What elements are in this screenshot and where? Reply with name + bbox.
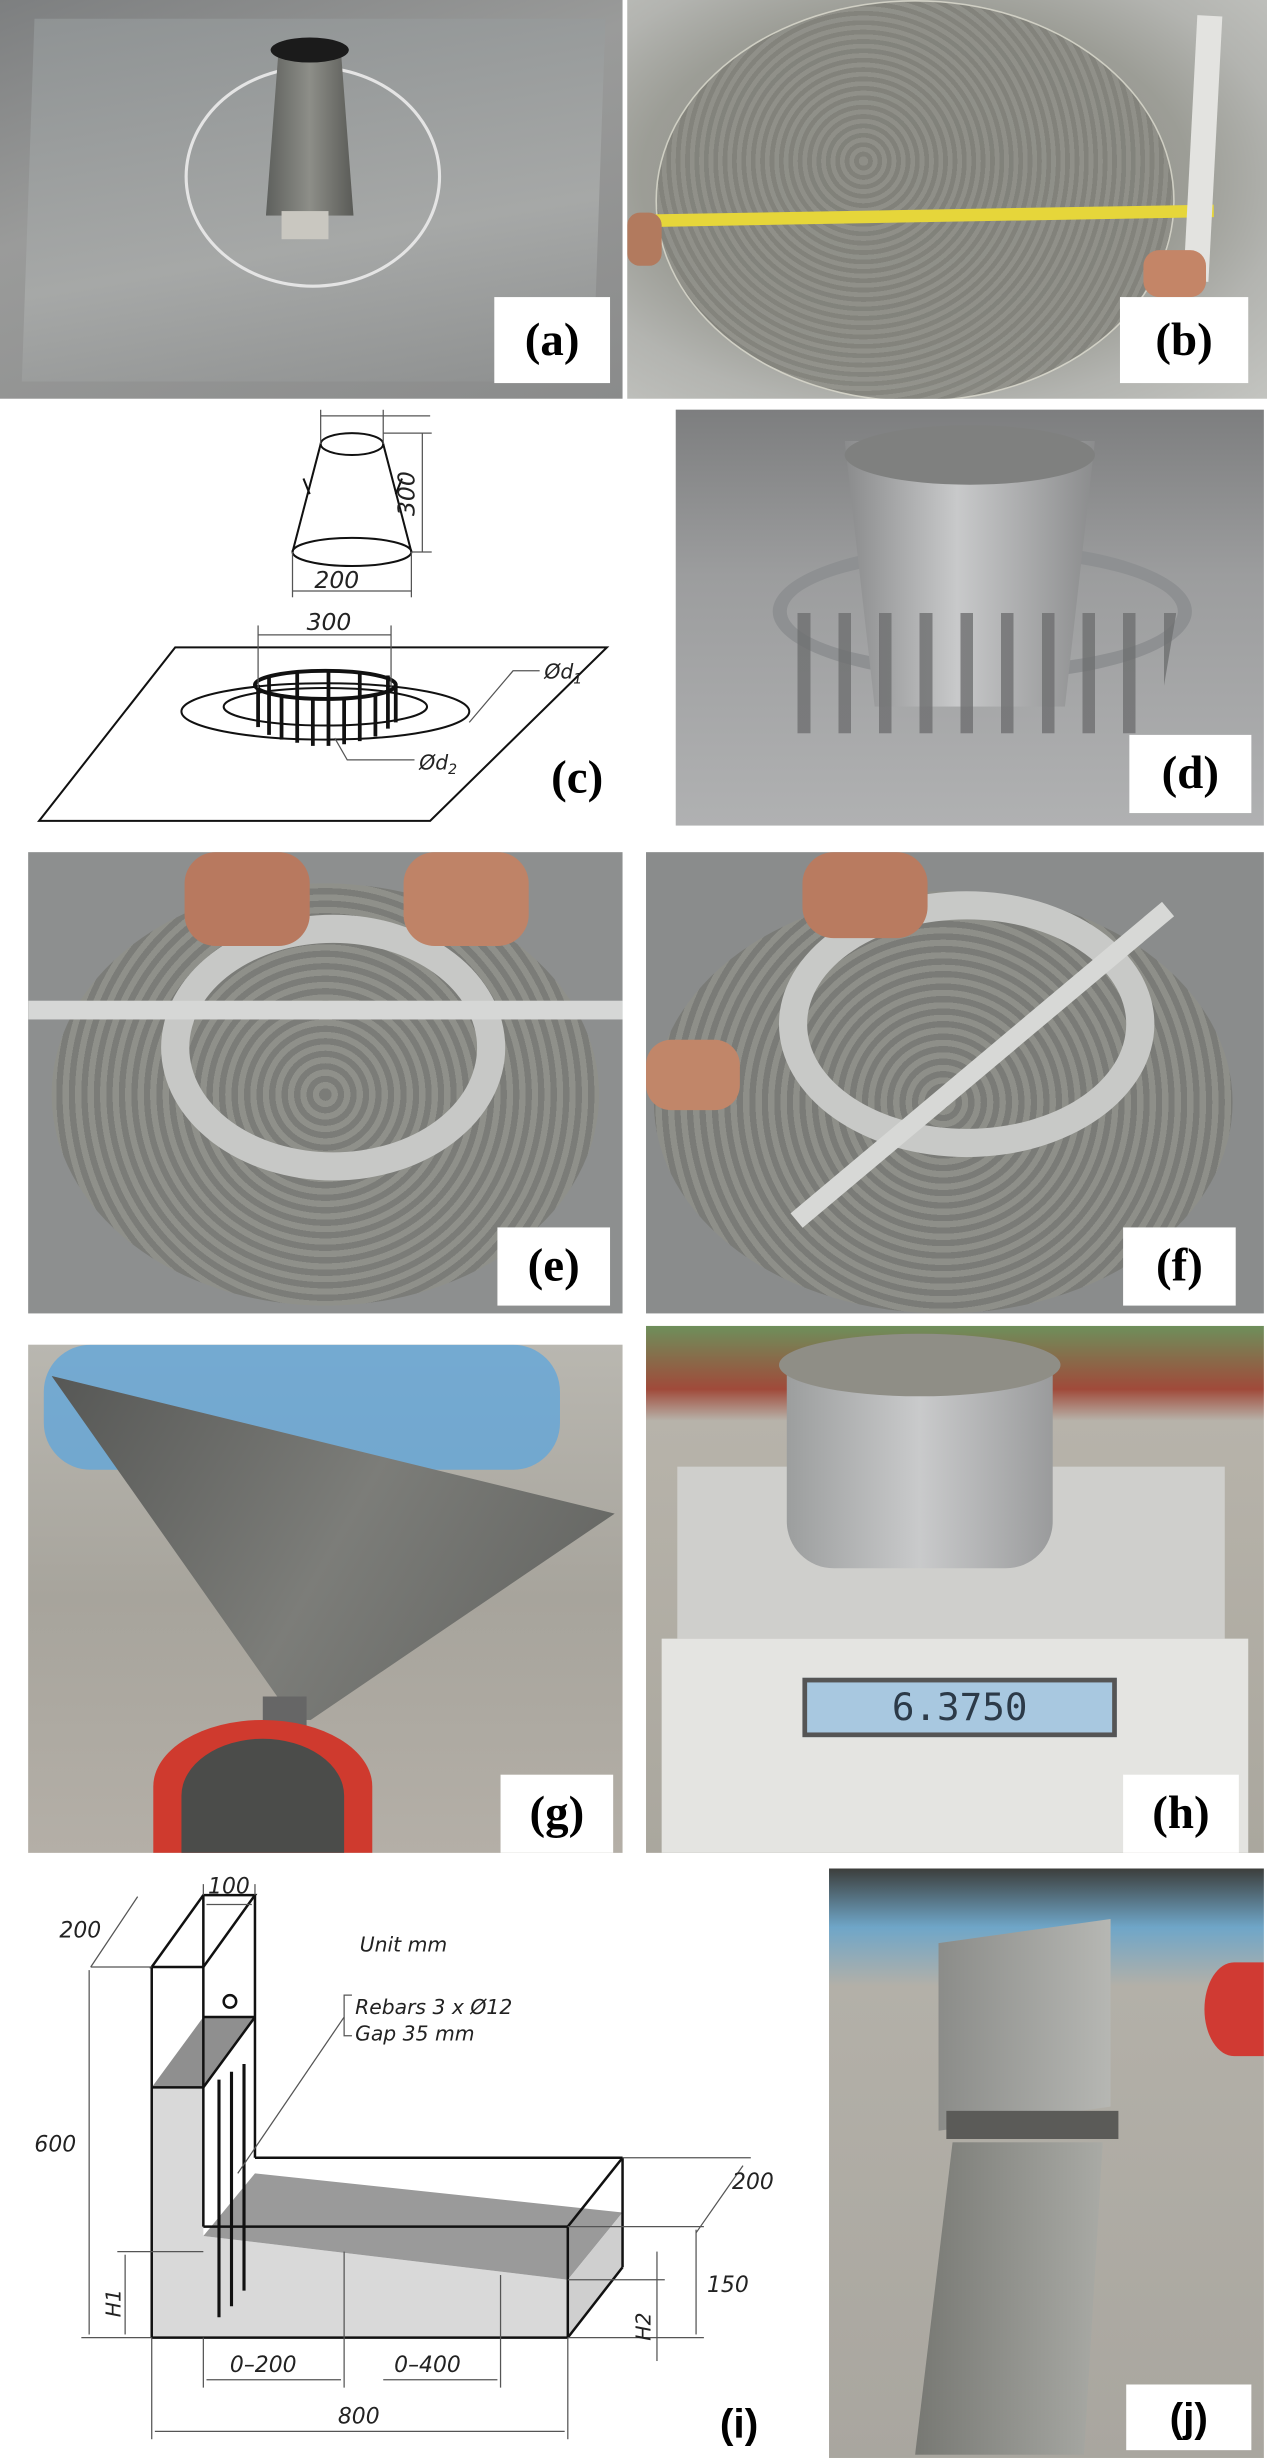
ring-bars <box>256 672 398 746</box>
diagram-j-ring: 100 300 200 300 Ød1 Ød2 (c) <box>0 409 641 826</box>
j-ring-drawing: 100 300 200 300 Ød1 Ød2 <box>37 409 610 822</box>
photo-l-box: (j) <box>829 1868 1264 2458</box>
photo-weighing-scale: 6.3750 (h) <box>646 1325 1264 1853</box>
panel-label-d: (d) <box>1129 734 1252 814</box>
scale-display: 6.3750 <box>802 1677 1117 1738</box>
panel-label-b: (b) <box>1119 297 1249 384</box>
dim-top-diameter: 100 <box>363 410 408 414</box>
dim-length: 800 <box>338 2405 380 2430</box>
dim-depth: 200 <box>59 1918 101 1943</box>
dim-range-2: 0–400 <box>394 2353 461 2378</box>
photo-j-ring-flow-f: (f) <box>646 852 1264 1314</box>
dim-d1: Ød1 <box>543 660 582 688</box>
dim-h2: H2 <box>632 2312 656 2340</box>
panel-label-f: (f) <box>1123 1227 1236 1306</box>
dim-ring-diameter: 300 <box>307 608 352 636</box>
panel-label-g: (g) <box>500 1774 614 1853</box>
panel-label-h: (h) <box>1123 1774 1239 1853</box>
panel-label-c: (c) <box>528 741 626 817</box>
photo-v-funnel: (g) <box>28 1344 623 1853</box>
photo-slump-cone: (a) <box>0 0 623 399</box>
dim-height: 600 <box>34 2133 76 2158</box>
dim-depth-right: 200 <box>732 2170 774 2195</box>
dim-d2: Ød2 <box>418 750 457 778</box>
unit-label: Unit mm <box>360 1932 447 1956</box>
dim-h1: H1 <box>101 2289 125 2317</box>
photo-j-ring-flow-e: (e) <box>28 852 623 1314</box>
gap-label: Gap 35 mm <box>355 2022 475 2046</box>
photo-j-ring: (d) <box>675 409 1264 826</box>
scale-reading: 6.3750 <box>891 1685 1028 1730</box>
l-box-drawing: 100 200 Unit mm Rebars 3 x Ø12 Gap 35 mm… <box>34 1875 774 2440</box>
panel-label-a: (a) <box>494 297 611 384</box>
dim-width-top: 100 <box>208 1875 250 1900</box>
rebars <box>217 2063 246 2318</box>
panel-label-j: (j) <box>1126 2384 1252 2451</box>
panel-label-i: (i) <box>703 2392 775 2455</box>
photo-spread-measurement: (b) <box>627 0 1267 399</box>
rebars-label: Rebars 3 x Ø12 <box>355 1995 512 2019</box>
dim-bottom-diameter: 200 <box>314 566 359 594</box>
dim-channel-height: 150 <box>707 2273 749 2298</box>
dim-range-1: 0–200 <box>230 2353 297 2378</box>
panel-label-e: (e) <box>497 1227 611 1306</box>
dim-cone-height: 300 <box>393 471 421 516</box>
diagram-l-box: 100 200 Unit mm Rebars 3 x Ø12 Gap 35 mm… <box>0 1869 821 2458</box>
